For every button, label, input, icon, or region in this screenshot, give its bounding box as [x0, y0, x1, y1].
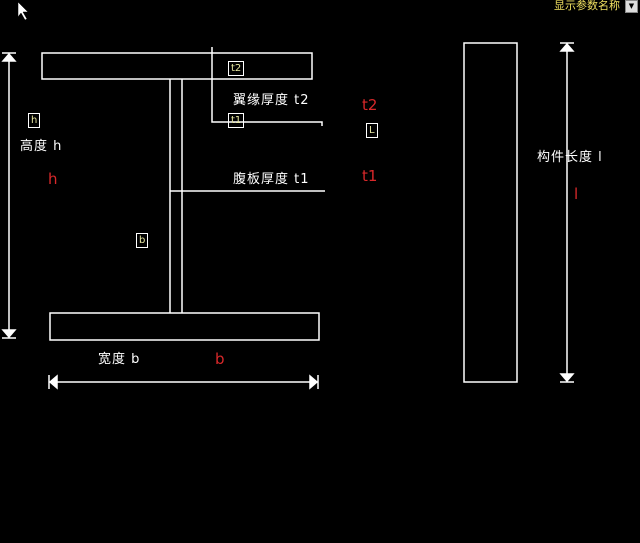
web-thickness-label: 腹板厚度 t1	[233, 172, 310, 187]
param-box-t1[interactable]: t1	[228, 113, 245, 128]
value-b: b	[215, 350, 225, 368]
value-h: h	[48, 170, 58, 188]
param-box-h[interactable]: h	[28, 113, 41, 128]
flange-leader	[211, 47, 323, 126]
width-label: 宽度 b	[98, 352, 141, 367]
height-label: 高度 h	[20, 139, 63, 154]
bottom-flange	[49, 312, 320, 341]
param-box-L[interactable]: L	[366, 123, 378, 138]
height-dimension-arrow	[1, 52, 17, 339]
length-dimension-arrow	[559, 42, 575, 383]
member-side-view	[463, 42, 518, 383]
length-label: 构件长度 l	[537, 150, 603, 165]
show-param-names-option[interactable]: 显示参数名称	[554, 0, 620, 12]
value-t2: t2	[362, 96, 378, 114]
value-t1: t1	[362, 167, 378, 185]
cursor-icon	[17, 1, 29, 21]
param-box-b[interactable]: b	[136, 233, 149, 248]
top-flange	[41, 52, 313, 80]
value-l: l	[574, 185, 579, 203]
flange-thickness-label: 翼缘厚度 t2	[233, 93, 310, 108]
chevron-down-icon[interactable]: ▼	[625, 0, 638, 13]
param-box-t2[interactable]: t2	[228, 61, 245, 76]
width-dimension-arrow	[48, 374, 319, 390]
